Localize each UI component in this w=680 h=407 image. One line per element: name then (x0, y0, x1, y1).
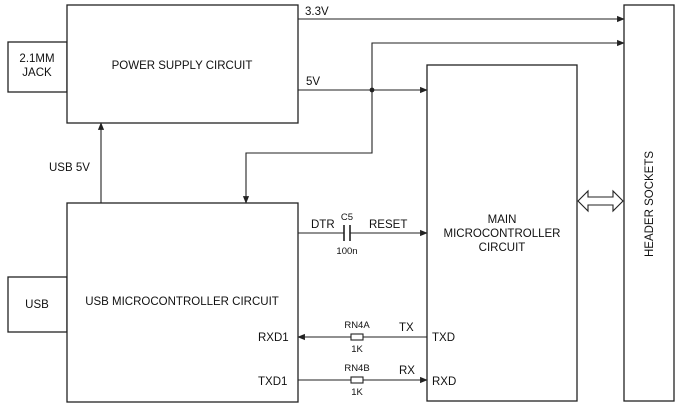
label-5v: 5V (306, 76, 320, 88)
usb-mcu-label: USB MICROCONTROLLER CIRCUIT (85, 296, 279, 308)
usb-mcu-block (66, 202, 299, 403)
main-mcu-label-line2: MICROCONTROLLER (444, 228, 561, 240)
wire-5v-to-header (371, 39, 625, 90)
label-txd-main: TXD (432, 332, 455, 344)
usb-label: USB (25, 299, 49, 311)
power-supply-label: POWER SUPPLY CIRCUIT (112, 60, 253, 72)
label-tx: TX (399, 322, 414, 334)
wire-5v-to-usb-mcu (242, 90, 373, 204)
header-sockets-label: HEADER SOCKETS (644, 151, 656, 257)
jack-label-line2: JACK (22, 67, 52, 79)
label-reset: RESET (369, 219, 407, 231)
rn4b-value: 1K (351, 387, 363, 398)
label-rxd-main: RXD (432, 376, 456, 388)
c5-value: 100n (336, 246, 357, 257)
rn4a-ref: RN4A (344, 320, 370, 331)
label-rxd1: RXD1 (258, 332, 289, 344)
label-txd1: TXD1 (258, 376, 287, 388)
rn4b-ref: RN4B (344, 363, 369, 374)
label-3v3: 3.3V (305, 6, 329, 18)
label-rx: RX (399, 365, 415, 377)
label-dtr: DTR (311, 219, 335, 231)
usb-connector-block (7, 276, 68, 333)
rn4a-value: 1K (351, 344, 363, 355)
c5-ref: C5 (341, 212, 353, 223)
rn4a-resistor (350, 333, 364, 341)
power-supply-block (66, 4, 299, 124)
jack-label-line1: 2.1MM (19, 53, 54, 65)
main-mcu-label-line1: MAIN (488, 214, 517, 226)
jack-block (7, 41, 68, 93)
main-mcu-label-line3: CIRCUIT (479, 242, 526, 254)
label-usb5v: USB 5V (49, 162, 90, 174)
header-sockets-block (623, 4, 675, 402)
rn4b-resistor (350, 376, 364, 384)
main-mcu-block (426, 64, 578, 402)
bidirectional-bus-arrow (577, 189, 624, 213)
